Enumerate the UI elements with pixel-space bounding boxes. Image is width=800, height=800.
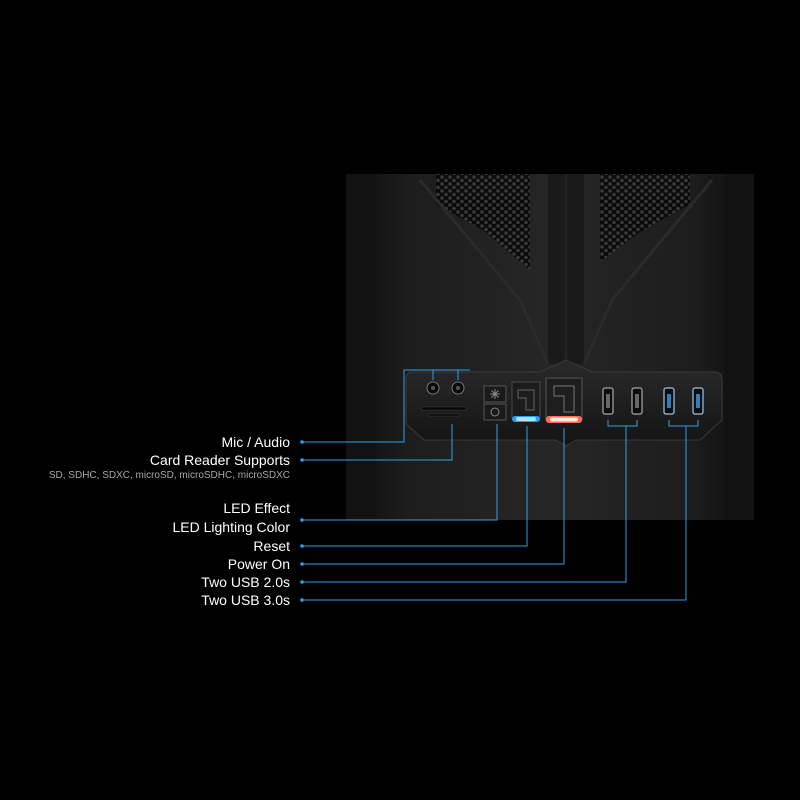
mic-jack-icon[interactable]: [451, 381, 465, 395]
right-mesh-vent: [600, 174, 690, 262]
power-button[interactable]: [545, 377, 583, 423]
label-power-on: Power On: [227, 556, 290, 572]
front-io-panel: [405, 359, 723, 447]
callout-line-usb3: [302, 426, 687, 601]
left-mesh-vent: [436, 174, 530, 270]
card-reader-slots[interactable]: [421, 406, 467, 417]
led-circle-icon: [490, 407, 500, 417]
audio-jack-icon[interactable]: [426, 381, 440, 395]
usb3-port-1[interactable]: [663, 387, 675, 415]
label-reset: Reset: [253, 538, 290, 554]
usb3-port-2[interactable]: [692, 387, 704, 415]
callout-line-mic-audio: [302, 369, 470, 443]
led-color-button[interactable]: [483, 403, 507, 421]
label-led-effect: LED Effect: [223, 500, 290, 516]
label-usb3: Two USB 3.0s: [201, 592, 290, 608]
label-led-lighting-color: LED Lighting Color: [172, 519, 290, 535]
label-card-reader-formats: SD, SDHC, SDXC, microSD, microSDHC, micr…: [48, 470, 290, 481]
callout-lines: [302, 369, 699, 601]
callout-line-reset: [302, 426, 528, 547]
led-sparkle-icon: [490, 389, 500, 399]
callout-line-power-on: [302, 428, 565, 565]
pc-case: [346, 174, 754, 520]
reset-button[interactable]: [511, 381, 541, 422]
label-card-reader: Card Reader Supports: [149, 452, 290, 468]
callout-dots: [300, 440, 304, 602]
callout-line-card-reader: [302, 424, 453, 461]
label-usb2: Two USB 2.0s: [201, 574, 290, 590]
led-effect-button[interactable]: [483, 385, 507, 403]
label-mic-audio: Mic / Audio: [221, 434, 290, 450]
callout-line-usb2: [302, 426, 627, 583]
callout-line-led-effect: [302, 424, 498, 521]
usb2-port-1[interactable]: [602, 387, 614, 415]
usb2-port-2[interactable]: [631, 387, 643, 415]
